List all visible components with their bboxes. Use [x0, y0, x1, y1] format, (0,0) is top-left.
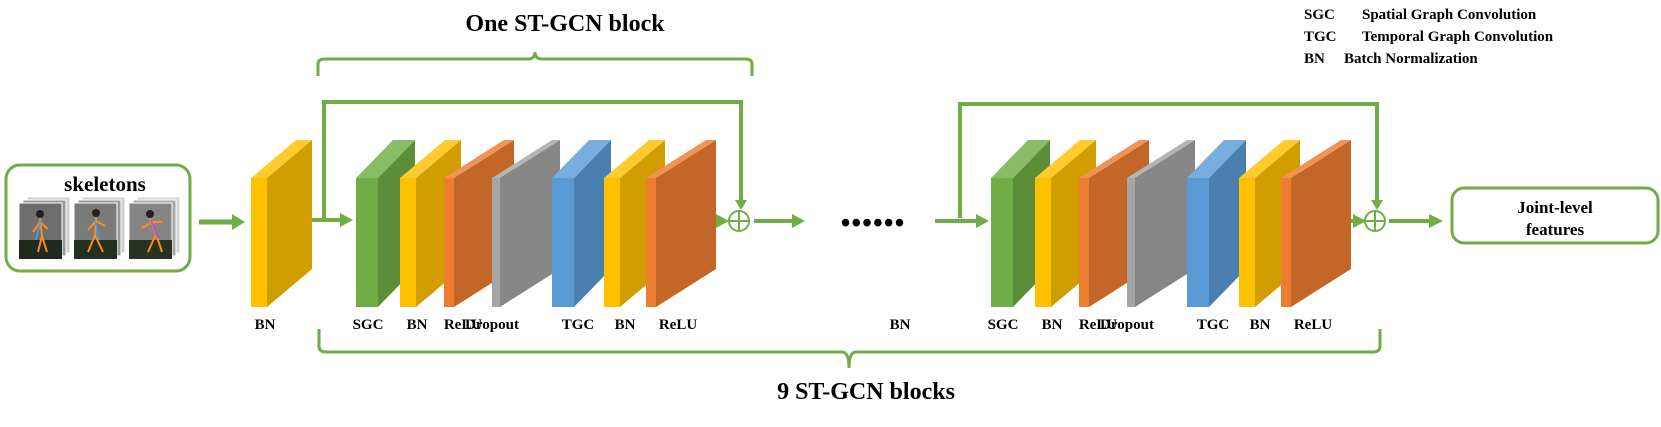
joint-level-features-box: Joint-level features	[1450, 186, 1660, 245]
first-bn-layer	[251, 140, 312, 307]
ellipsis: ••••••	[841, 208, 906, 239]
block1-relu-label-3: ReLU	[444, 317, 482, 333]
arrow-ellipsis-to-block9-head	[976, 214, 989, 228]
bottom-block-title: 9 ST-GCN blocks	[777, 379, 955, 405]
top-brace	[316, 51, 754, 76]
legend-abbr-tgc: TGC	[1304, 29, 1337, 45]
add-symbol-2	[1364, 210, 1386, 232]
legend-text-tgc: Temporal Graph Convolution	[1362, 29, 1554, 45]
block1-sgc-label-1: SGC	[353, 317, 384, 333]
block9-bn-label-2: BN	[1042, 317, 1063, 333]
output-label-line2: features	[1526, 220, 1585, 239]
block1-dropout-layer-4	[492, 140, 560, 307]
block9-dropout-layer-4	[1127, 140, 1195, 307]
arrow-relu-to-add2-head	[1353, 214, 1366, 228]
block1-tgc-layer-5	[552, 140, 611, 307]
block9-sgc-label-1: SGC	[988, 317, 1019, 333]
block9-relu-label-7: ReLU	[1294, 317, 1332, 333]
skeleton-image-stack-3	[128, 196, 181, 260]
residual-arrowhead-2	[1371, 200, 1383, 210]
block9-tgc-label-5: TGC	[1197, 317, 1230, 333]
residual-connection-2	[958, 102, 1379, 218]
first-bn-label: BN	[255, 317, 276, 333]
skeleton-image-stack-1	[18, 196, 71, 260]
arrow-relu-to-add1-head	[716, 214, 729, 228]
block1-bn-label-6: BN	[615, 317, 636, 333]
add-symbol-1	[728, 210, 750, 232]
block1-dropout-label-4: Dropout	[465, 317, 519, 333]
middle-bn-label: BN	[890, 317, 911, 333]
block1-relu-layer-7	[646, 140, 716, 307]
block1-relu-label-7: ReLU	[659, 317, 697, 333]
arrow-input-to-bn-head	[232, 214, 245, 230]
arrow-add2-to-output-head	[1429, 214, 1443, 228]
block9-bn-label-6: BN	[1250, 317, 1271, 333]
layer-blocks	[251, 140, 1351, 307]
block9-tgc-layer-5	[1187, 140, 1246, 307]
block1-tgc-label-5: TGC	[562, 317, 595, 333]
legend-abbr-bn: BN	[1304, 51, 1325, 67]
arrow-add1-to-ellipsis-head	[792, 214, 805, 228]
skeletons-input-box: skeletons	[4, 163, 192, 273]
bottom-brace	[317, 329, 1382, 369]
legend: SGC Spatial Graph Convolution TGC Tempor…	[1304, 7, 1554, 67]
block9-relu-layer-7	[1281, 140, 1351, 307]
skeleton-image-stack-2	[73, 196, 126, 260]
top-block-title: One ST-GCN block	[465, 11, 665, 37]
legend-text-sgc: Spatial Graph Convolution	[1362, 7, 1537, 23]
skeletons-label: skeletons	[64, 172, 146, 196]
block9-dropout-label-4: Dropout	[1100, 317, 1154, 333]
legend-text-bn: Batch Normalization	[1344, 51, 1478, 67]
output-label-line1: Joint-level	[1517, 198, 1593, 217]
arrow-bn-to-block1-head	[340, 213, 353, 227]
residual-connection-1	[322, 100, 743, 218]
residual-arrowhead-1	[735, 200, 747, 210]
legend-abbr-sgc: SGC	[1304, 7, 1335, 23]
block9-relu-label-3: ReLU	[1079, 317, 1117, 333]
block1-bn-label-2: BN	[407, 317, 428, 333]
